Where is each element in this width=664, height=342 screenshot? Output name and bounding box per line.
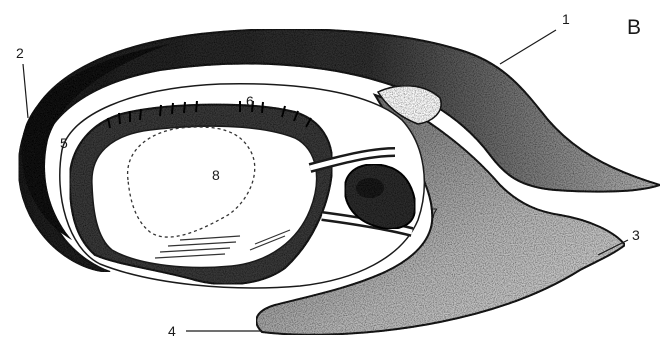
- panel-letter: B: [627, 16, 641, 39]
- label-7: 7: [430, 205, 438, 221]
- label-3: 3: [632, 227, 640, 243]
- label-8: 8: [212, 167, 220, 183]
- label-5: 5: [60, 135, 68, 151]
- central-lumen: [92, 126, 317, 267]
- label-6: 6: [246, 93, 254, 109]
- leader-1: [500, 30, 556, 64]
- bulb-highlight: [356, 178, 384, 198]
- label-2: 2: [16, 45, 24, 61]
- leader-2: [23, 64, 28, 118]
- label-4: 4: [168, 323, 176, 339]
- label-1: 1: [562, 11, 570, 27]
